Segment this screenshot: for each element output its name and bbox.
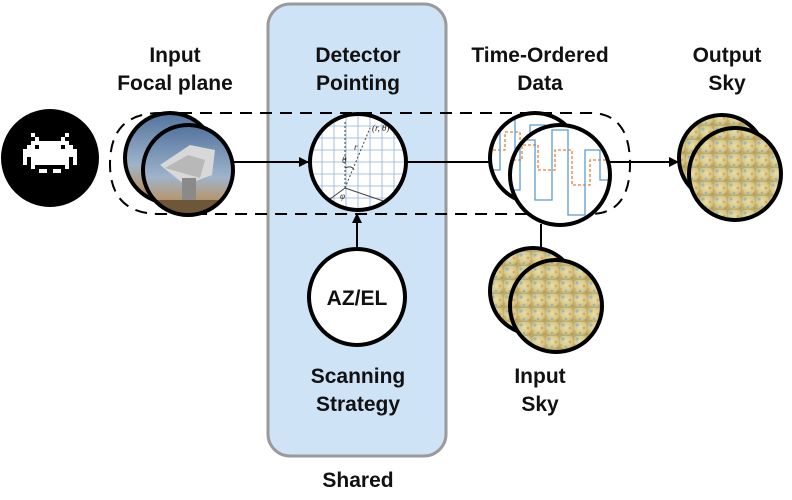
label-time-ordered-data: Time-Ordered Data xyxy=(471,44,609,95)
pointing-label-theta: θ xyxy=(342,155,347,165)
label-shared: Shared xyxy=(322,469,394,492)
dashed-region xyxy=(108,112,632,215)
sky-map-image xyxy=(508,258,604,354)
label-scanning-strategy: Scanning Strategy xyxy=(310,365,406,416)
pointing-label-point: (r, θ) xyxy=(372,123,389,133)
space-invader-icon xyxy=(1,109,99,207)
pointing-label-r: r xyxy=(354,142,358,152)
label-detector-pointing: Detector Pointing xyxy=(315,44,401,95)
output-sky-map xyxy=(687,126,783,222)
label-input-sky: Input Sky xyxy=(514,365,566,416)
label-output-sky: Output Sky xyxy=(692,44,762,95)
telescope-image xyxy=(141,123,235,217)
pointing-label-phi: φ xyxy=(340,191,345,201)
azel-label: AZ/EL xyxy=(327,287,388,310)
label-input-focal-plane: Input Focal plane xyxy=(117,44,233,95)
azel-circle xyxy=(307,247,407,347)
pointing-diagram: (r, θ) r θ φ xyxy=(308,112,408,212)
tod-plot xyxy=(508,123,612,227)
